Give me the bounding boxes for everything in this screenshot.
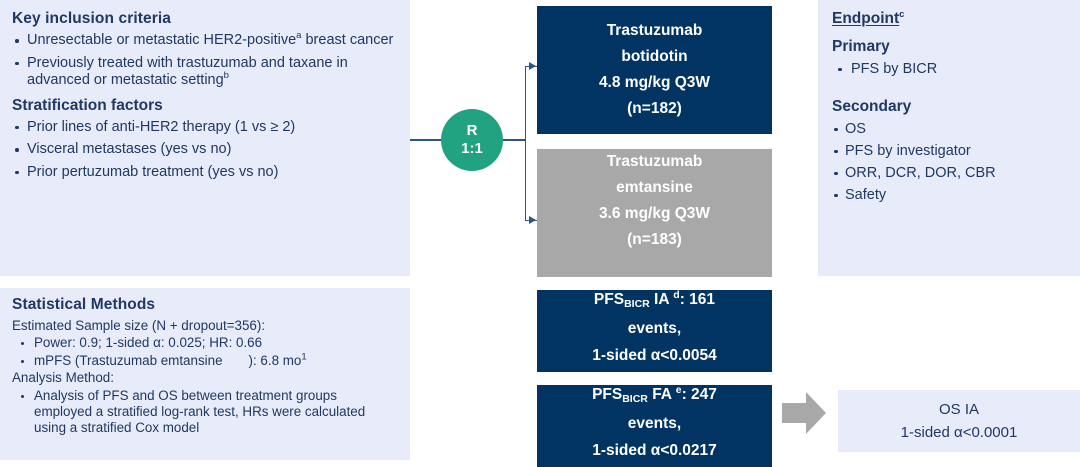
stratification-factors-list: Prior lines of anti-HER2 therapy (1 vs ≥… <box>12 119 398 182</box>
footnote-marker: b <box>223 70 229 82</box>
analysis-content: PFSBICR IA d: 161 events, 1-sided α<0.00… <box>592 290 717 369</box>
criterion-text: Previously treated with trastuzumab and … <box>27 54 348 89</box>
connector-inlet <box>410 139 442 141</box>
pfs-interim-analysis-box: PFSBICR IA d: 161 events, 1-sided α<0.00… <box>537 290 772 372</box>
flow-arrow-icon <box>782 390 826 436</box>
list-item: Prior lines of anti-HER2 therapy (1 vs ≥… <box>12 119 398 137</box>
randomization-label: R <box>466 122 478 139</box>
footnote-marker: e <box>675 385 682 396</box>
analysis-events-label: events, <box>627 319 682 337</box>
inclusion-criteria-panel: Key inclusion criteria Unresectable or m… <box>0 0 410 276</box>
arm-drug-line2: emtansine <box>616 179 693 196</box>
inclusion-criteria-list: Unresectable or metastatic HER2-positive… <box>12 30 398 90</box>
event-count: : 247 <box>681 385 717 403</box>
analysis-headline: PFSBICR FA e: 247 <box>592 385 717 410</box>
arm-dose: 3.6 mg/kg Q3W <box>598 205 711 222</box>
randomization-ratio: 1:1 <box>461 140 483 157</box>
analysis-alpha: 1-sided α<0.0054 <box>592 346 717 364</box>
analysis-headline: PFSBICR IA d: 161 <box>592 290 717 315</box>
list-item: Analysis of PFS and OS between treatment… <box>12 388 398 437</box>
criterion-text: Unresectable or metastatic HER2-positive <box>27 32 297 48</box>
arrowhead-experimental <box>529 61 536 70</box>
mpfs-text: mPFS (Trastuzumab emtansine <box>34 352 223 368</box>
list-item: Unresectable or metastatic HER2-positive… <box>12 30 398 50</box>
arm-sample-size: (n=183) <box>627 231 682 248</box>
statistical-methods-panel: Statistical Methods Estimated Sample siz… <box>0 288 410 460</box>
endpoints-title: Endpointc <box>832 10 904 28</box>
reference-marker: 1 <box>301 351 307 363</box>
criterion-text-cont: breast cancer <box>301 32 394 48</box>
mpfs-value: ): 6.8 mo <box>248 352 302 368</box>
inclusion-criteria-title: Key inclusion criteria <box>12 10 171 27</box>
list-item: PFS by BICR <box>832 60 1066 78</box>
arm-sample-size: (n=182) <box>627 100 682 117</box>
primary-endpoints-list: PFS by BICR <box>832 60 1066 78</box>
os-interim-analysis-panel: OS IA 1-sided α<0.0001 <box>838 390 1080 452</box>
stratification-factors-title: Stratification factors <box>12 96 163 114</box>
arm-drug-line2: botidotin <box>621 48 688 65</box>
secondary-endpoints-list: OS PFS by investigator ORR, DCR, DOR, CB… <box>832 120 1066 204</box>
os-ia-title: OS IA <box>938 401 979 418</box>
pfs-subscript: BICR <box>622 392 648 405</box>
analysis-kind: FA <box>647 385 676 403</box>
arm-drug-line1: Trastuzumab <box>606 153 703 170</box>
pfs-subscript: BICR <box>624 297 650 310</box>
analysis-method-bullets: Analysis of PFS and OS between treatment… <box>12 388 398 437</box>
pfs-label: PFS <box>593 290 625 308</box>
list-item: PFS by investigator <box>832 142 1066 160</box>
list-item: OS <box>832 120 1066 138</box>
endpoints-title-text: Endpoint <box>832 10 900 27</box>
analysis-events-label: events, <box>627 414 682 432</box>
analysis-content: PFSBICR FA e: 247 events, 1-sided α<0.02… <box>592 385 717 464</box>
sample-size-line: Estimated Sample size (N + dropout=356): <box>12 318 266 333</box>
connector-outlet <box>503 139 526 141</box>
connector-trunk <box>524 66 527 221</box>
list-item: ORR, DCR, DOR, CBR <box>832 164 1066 182</box>
treatment-arm-experimental: Trastuzumab botidotin 4.8 mg/kg Q3W (n=1… <box>537 6 772 134</box>
arm-content: Trastuzumab botidotin 4.8 mg/kg Q3W (n=1… <box>599 18 710 122</box>
analysis-kind: IA <box>649 290 674 308</box>
spacer <box>832 82 1066 94</box>
list-item: Safety <box>832 186 1066 204</box>
analysis-alpha: 1-sided α<0.0217 <box>592 441 717 459</box>
list-item: Visceral metastases (yes vs no) <box>12 141 398 159</box>
endpoints-panel: Endpointc Primary PFS by BICR Secondary … <box>818 0 1080 276</box>
footnote-marker: c <box>899 8 905 20</box>
arm-content: Trastuzumab emtansine 3.6 mg/kg Q3W (n=1… <box>599 149 710 253</box>
treatment-arm-control: Trastuzumab emtansine 3.6 mg/kg Q3W (n=1… <box>537 149 772 277</box>
list-item: mPFS (Trastuzumab emtansine ): 6.8 mo1 <box>12 351 398 369</box>
pfs-final-analysis-box: PFSBICR FA e: 247 events, 1-sided α<0.02… <box>537 385 772 467</box>
footnote-marker: d <box>673 290 680 301</box>
secondary-endpoints-title: Secondary <box>832 98 912 115</box>
event-count: : 161 <box>679 290 716 308</box>
arm-dose: 4.8 mg/kg Q3W <box>598 74 711 91</box>
footnote-marker: a <box>296 30 302 42</box>
primary-endpoints-title: Primary <box>832 38 890 55</box>
arm-drug-line1: Trastuzumab <box>606 22 703 39</box>
randomization-node: R 1:1 <box>441 109 503 171</box>
os-ia-alpha: 1-sided α<0.0001 <box>900 424 1018 441</box>
list-item: Prior pertuzumab treatment (yes vs no) <box>12 164 398 182</box>
list-item: Power: 0.9; 1-sided α: 0.025; HR: 0.66 <box>12 335 398 351</box>
sample-size-bullets: Power: 0.9; 1-sided α: 0.025; HR: 0.66 m… <box>12 335 398 369</box>
list-item: Previously treated with trastuzumab and … <box>12 55 398 90</box>
arrowhead-control <box>529 215 536 224</box>
statistical-methods-title: Statistical Methods <box>12 296 156 313</box>
pfs-label: PFS <box>592 385 623 403</box>
analysis-method-line: Analysis Method: <box>12 370 114 386</box>
